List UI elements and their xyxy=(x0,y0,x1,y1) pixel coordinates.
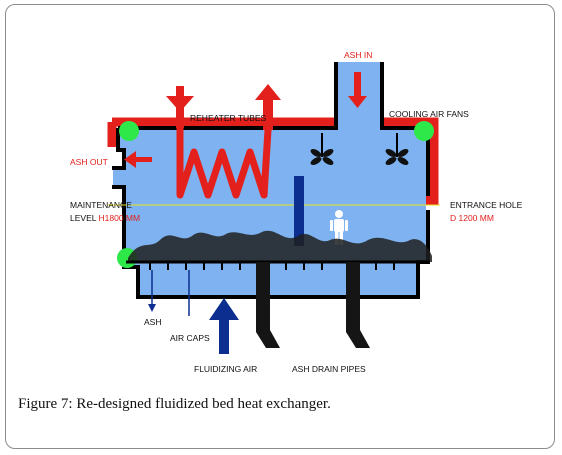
ash-out-label: ASH OUT xyxy=(70,157,108,167)
ash-in-label: ASH IN xyxy=(344,50,372,60)
reheater-inlet-arrow xyxy=(166,86,194,128)
maintenance-level-label: LEVEL H1800 MM xyxy=(70,213,140,223)
person-icon xyxy=(330,210,348,245)
figure-caption-text: : Re-designed fluidized bed heat exchang… xyxy=(68,396,331,412)
air-caps xyxy=(149,262,395,270)
reheater-tubes-label: REHEATER TUBES xyxy=(190,113,267,123)
reheater-tubes xyxy=(176,124,272,199)
fluidized-ash-bed xyxy=(128,230,432,262)
ash-drain-pipes-label: ASH DRAIN PIPES xyxy=(292,364,366,374)
ash-pointer xyxy=(148,270,156,312)
reheater-outlet-arrow xyxy=(255,84,281,130)
ash-label: ASH xyxy=(144,317,161,327)
cooling-air-fans-label: COOLING AIR FANS xyxy=(389,109,469,119)
ash-drain-pipes xyxy=(256,262,370,348)
internal-baffle xyxy=(294,176,304,246)
figure-caption: Figure 7: Re-designed fluidized bed heat… xyxy=(18,396,331,413)
valve-top-right xyxy=(414,121,434,141)
figure-number: Figure 7 xyxy=(18,396,69,412)
fluidizing-air-label: FLUIDIZING AIR xyxy=(194,364,257,374)
cooling-fan-left-icon xyxy=(310,133,334,165)
hot-insulation-outline xyxy=(112,117,439,205)
air-caps-label: AIR CAPS xyxy=(170,333,210,343)
ash-in-arrow xyxy=(348,72,367,108)
fluidizing-air-arrow xyxy=(209,298,239,354)
valve-top-left xyxy=(119,121,139,141)
maintenance-label: MAINTENANCE xyxy=(70,200,132,210)
cooling-fan-right-icon xyxy=(385,133,409,165)
entrance-hole-size-label: D 1200 MM xyxy=(450,213,494,223)
entrance-hole-label: ENTRANCE HOLE xyxy=(450,200,523,210)
ash-out-arrow xyxy=(124,151,152,168)
